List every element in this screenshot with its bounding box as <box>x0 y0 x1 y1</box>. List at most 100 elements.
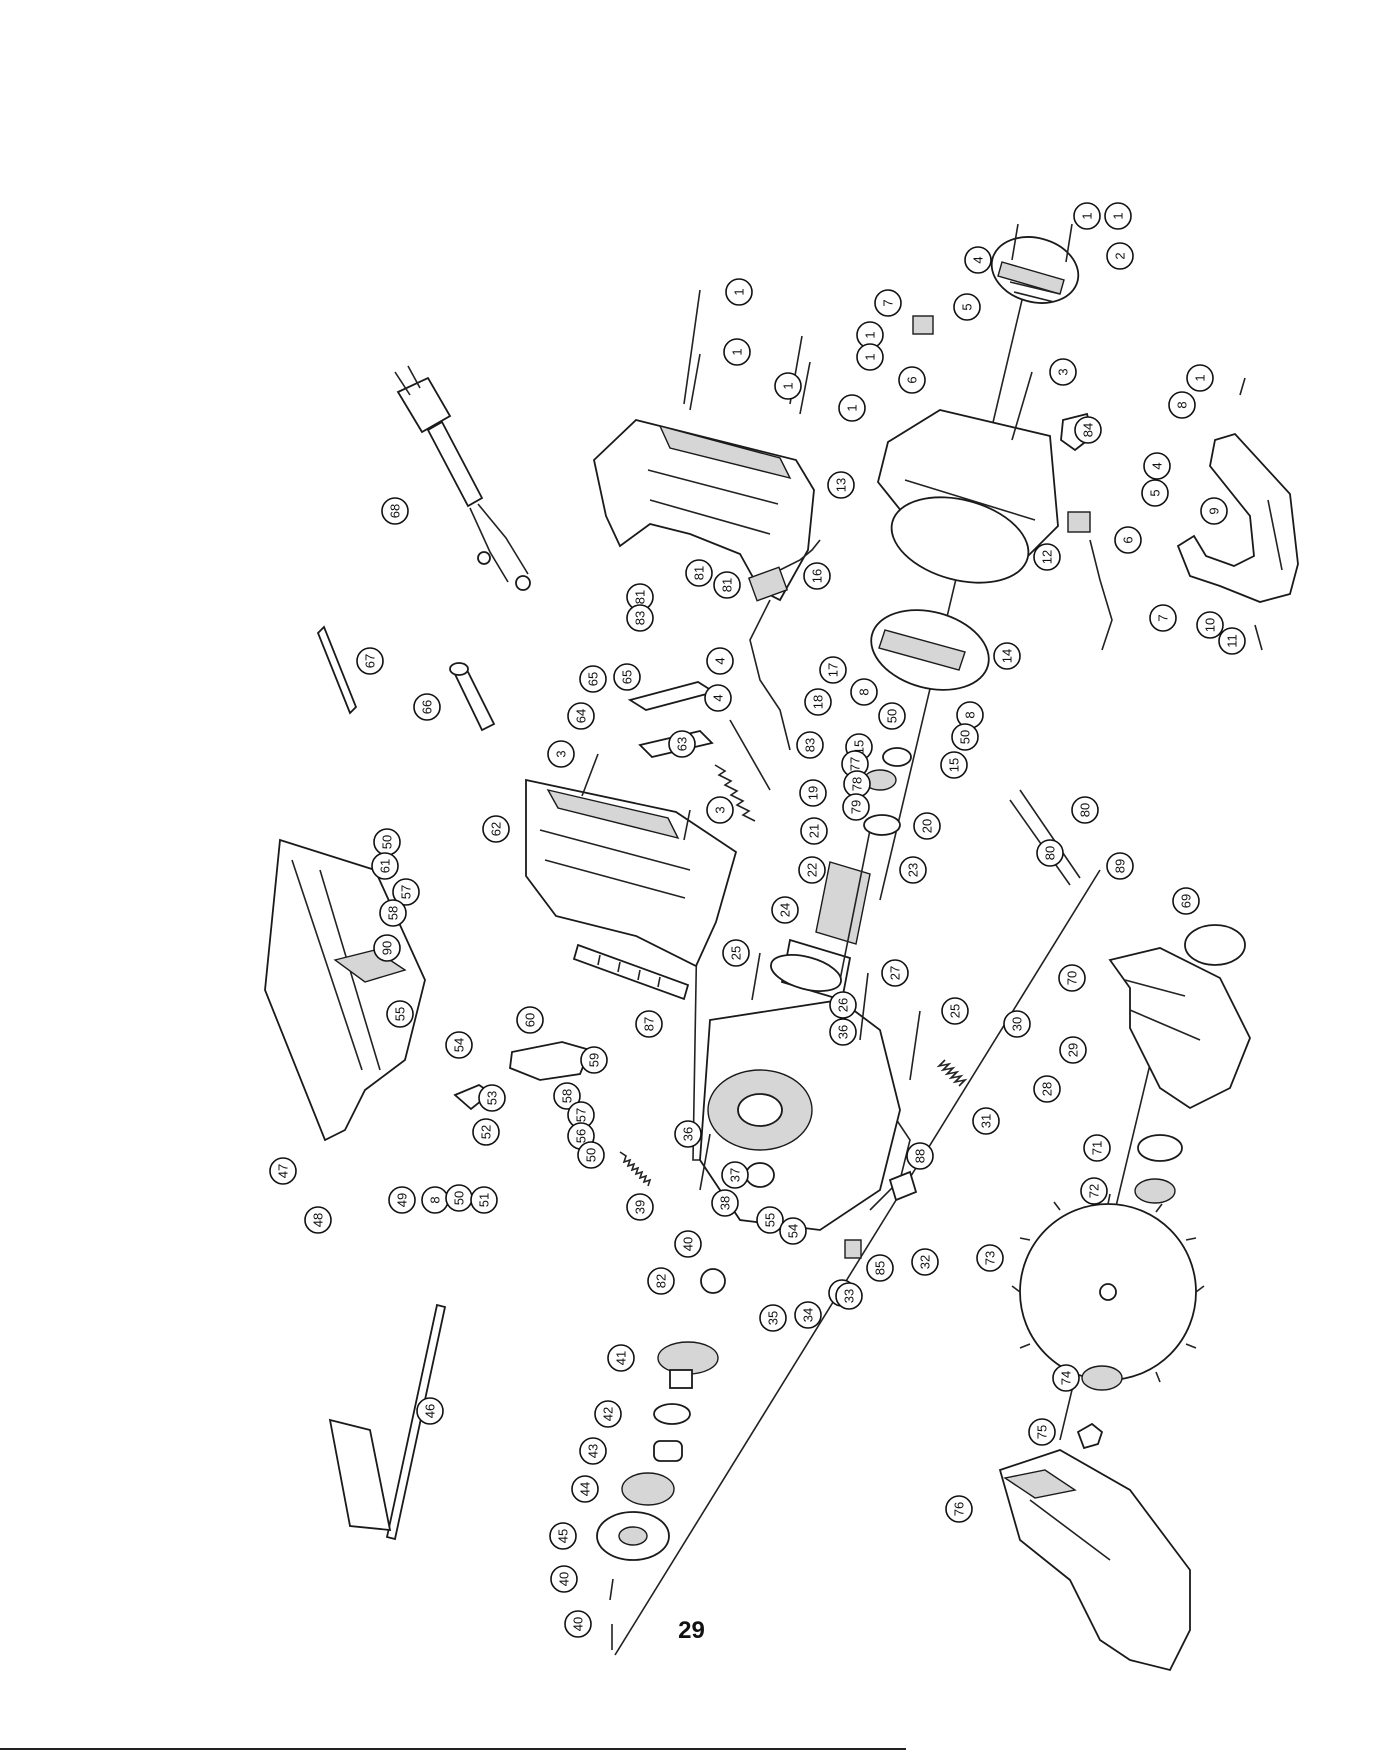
callout-label: 63 <box>675 737 690 751</box>
callout-bubble <box>1186 364 1214 392</box>
callout-label: 65 <box>586 672 601 686</box>
callout-label: 2 <box>1113 252 1128 259</box>
callout-bubble <box>756 1206 784 1234</box>
callout-bubble <box>706 796 734 824</box>
callout-bubble <box>1104 202 1132 230</box>
wire-part-2 <box>779 539 821 571</box>
callout-bubble <box>1143 452 1171 480</box>
callout-bubble <box>416 1397 444 1425</box>
part-callout: 84 <box>1074 416 1102 444</box>
part-callout: 82 <box>647 1267 675 1295</box>
part-callout: 41 <box>607 1344 635 1372</box>
callout-label: 60 <box>523 1013 538 1027</box>
part-callout: 19 <box>799 779 827 807</box>
blade-washer-part-2 <box>1134 1178 1176 1204</box>
callout-bubble <box>771 896 799 924</box>
part-callout: 78 <box>843 770 871 798</box>
callout-bubble <box>1200 497 1228 525</box>
callout-bubble <box>1172 887 1200 915</box>
part-callout: 25 <box>722 939 750 967</box>
lower-guard-part <box>998 1449 1191 1672</box>
part-callout: 50 <box>577 1141 605 1169</box>
bracket-part <box>316 625 358 715</box>
callout-label: 72 <box>1087 1184 1102 1198</box>
part-callout: 17 <box>819 656 847 684</box>
callout-label: 10 <box>1203 618 1218 632</box>
callout-label: 15 <box>947 758 962 772</box>
callout-label: 73 <box>983 1251 998 1265</box>
callout-label: 18 <box>811 695 826 709</box>
ring-part <box>1184 924 1246 966</box>
callout-layer: 1123456711111113844567121418910116867668… <box>269 202 1246 1638</box>
callout-bubble <box>1141 479 1169 507</box>
callout-label: 6 <box>1121 536 1136 543</box>
callout-bubble <box>898 366 926 394</box>
part-callout: 49 <box>388 1186 416 1214</box>
callout-label: 4 <box>971 256 986 263</box>
callout-bubble <box>577 1141 605 1169</box>
part-callout: 5 <box>1141 479 1169 507</box>
callout-label: 47 <box>276 1164 291 1178</box>
callout-bubble <box>878 702 906 730</box>
part-callout: 87 <box>635 1010 663 1038</box>
callout-bubble <box>906 1142 934 1170</box>
callout-bubble <box>794 1301 822 1329</box>
part-callout: 57 <box>567 1101 595 1129</box>
switch-part <box>747 566 789 602</box>
lever-part <box>509 1041 592 1081</box>
part-callout: 4 <box>706 647 734 675</box>
spring-part-2 <box>729 719 771 791</box>
callout-bubble <box>1106 242 1134 270</box>
callout-label: 70 <box>1065 971 1080 985</box>
callout-label: 52 <box>479 1125 494 1139</box>
callout-label: 48 <box>311 1213 326 1227</box>
callout-label: 1 <box>1193 374 1208 381</box>
callout-bubble <box>829 991 857 1019</box>
part-callout: 6 <box>1114 526 1142 554</box>
callout-label: 1 <box>730 348 745 355</box>
callout-label: 1 <box>863 353 878 360</box>
callout-label: 32 <box>918 1255 933 1269</box>
callout-label: 7 <box>881 299 896 306</box>
callout-label: 39 <box>633 1200 648 1214</box>
part-callout: 68 <box>381 497 409 525</box>
callout-label: 8 <box>857 688 872 695</box>
callout-label: 41 <box>614 1351 629 1365</box>
part-callout: 76 <box>945 1495 973 1523</box>
callout-label: 27 <box>888 966 903 980</box>
part-callout: 33 <box>835 1282 863 1310</box>
callout-bubble <box>706 647 734 675</box>
end-cap-part <box>990 236 1080 304</box>
callout-bubble <box>1106 852 1134 880</box>
part-callout: 31 <box>972 1107 1000 1135</box>
callout-label: 12 <box>1040 550 1055 564</box>
part-callout: 75 <box>1028 1418 1056 1446</box>
callout-label: 82 <box>654 1274 669 1288</box>
part-callout: 47 <box>269 1157 297 1185</box>
callout-label: 50 <box>380 835 395 849</box>
callout-bubble <box>388 1186 416 1214</box>
callout-bubble <box>711 1189 739 1217</box>
callout-bubble <box>819 656 847 684</box>
callout-bubble <box>881 959 909 987</box>
callout-bubble <box>580 1046 608 1074</box>
callout-bubble <box>725 278 753 306</box>
lower-housing-part <box>525 778 738 968</box>
part-callout: 58 <box>553 1082 581 1110</box>
callout-bubble <box>874 289 902 317</box>
callout-label: 20 <box>920 819 935 833</box>
callout-label: 64 <box>574 709 589 723</box>
part-callout: 66 <box>413 693 441 721</box>
callout-label: 3 <box>713 806 728 813</box>
blade-washer-part-3 <box>1081 1365 1123 1391</box>
callout-label: 7 <box>1156 614 1171 621</box>
part-callout: 40 <box>674 1230 702 1258</box>
part-callout: 8 <box>421 1186 449 1214</box>
callout-bubble <box>549 1522 577 1550</box>
part-callout: 28 <box>1033 1075 1061 1103</box>
spring-part <box>714 764 756 822</box>
part-callout: 77 <box>841 750 869 778</box>
part-callout: 72 <box>1080 1177 1108 1205</box>
part-callout: 8 <box>850 678 878 706</box>
part-callout: 60 <box>516 1006 544 1034</box>
